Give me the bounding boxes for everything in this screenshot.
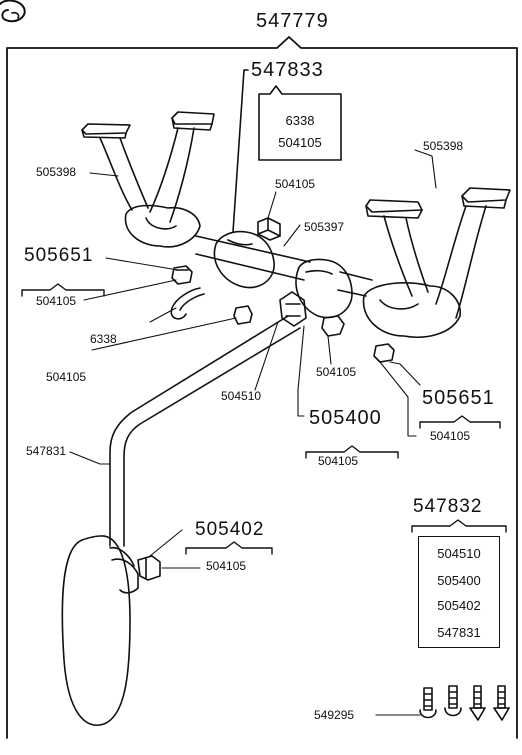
callout-mirror-swivel: 505402 — [195, 519, 265, 540]
left-support — [81, 111, 215, 248]
nut-right — [373, 343, 395, 363]
callout-clamp-right-nut: 504105 — [430, 429, 471, 443]
callout-support-right: 505398 — [423, 139, 464, 153]
main-border — [6, 36, 518, 739]
callout-support-left: 505398 — [36, 165, 77, 179]
callout-screws: 549295 — [314, 708, 355, 722]
callout-clamp-left-nut: 504105 — [36, 294, 77, 308]
callout-arm: 547831 — [26, 444, 67, 458]
leader-547833 — [232, 69, 249, 233]
callout-hook: 6338 — [90, 332, 117, 346]
nut-center — [321, 315, 345, 337]
nut-lower-left — [233, 305, 253, 325]
kit-content-2: 505400 — [437, 573, 481, 588]
kit-content-4: 547831 — [437, 625, 481, 640]
arm-547831 — [109, 315, 301, 547]
brackets — [21, 283, 507, 555]
bracket-content-2: 504105 — [278, 135, 322, 150]
corner-logo-icon — [0, 0, 26, 23]
middle-left-clamp — [213, 230, 275, 289]
fitting-504510 — [279, 291, 307, 327]
callout-clamp-right: 505651 — [422, 387, 495, 409]
callout-clamp-left: 505651 — [24, 245, 94, 266]
callout-nut-center: 504105 — [316, 365, 357, 379]
cross-rod — [195, 235, 373, 297]
right-support — [362, 187, 511, 338]
callout-mirror-swivel-nut: 504105 — [206, 559, 247, 573]
label-main-part: 547779 — [256, 10, 329, 32]
bracket-content-1: 6338 — [285, 113, 315, 128]
mirror — [61, 535, 161, 726]
kit-content-3: 505402 — [437, 598, 481, 613]
label-mirror-kit: 547832 — [413, 496, 483, 517]
callout-nut-lower-left: 504105 — [46, 370, 87, 384]
nut-left — [171, 265, 193, 285]
callout-fitting: 504510 — [221, 389, 262, 403]
mirror-kit-box: 504510 505400 505402 547831 — [418, 536, 500, 648]
callout-clamp-center: 505400 — [309, 407, 382, 429]
bracket-assembly-contents: 6338 504105 — [259, 94, 341, 160]
screws — [419, 685, 510, 721]
callout-nut-top: 504105 — [275, 177, 316, 191]
callout-cross-rod: 505397 — [304, 220, 345, 234]
kit-content-1: 504510 — [437, 546, 481, 561]
callout-clamp-center-nut: 504105 — [318, 454, 359, 468]
box-547833 — [258, 85, 342, 161]
nut-top — [257, 217, 281, 241]
leader-lines — [69, 149, 437, 716]
label-bracket-assembly: 547833 — [251, 59, 324, 81]
hook-6338 — [170, 287, 205, 320]
